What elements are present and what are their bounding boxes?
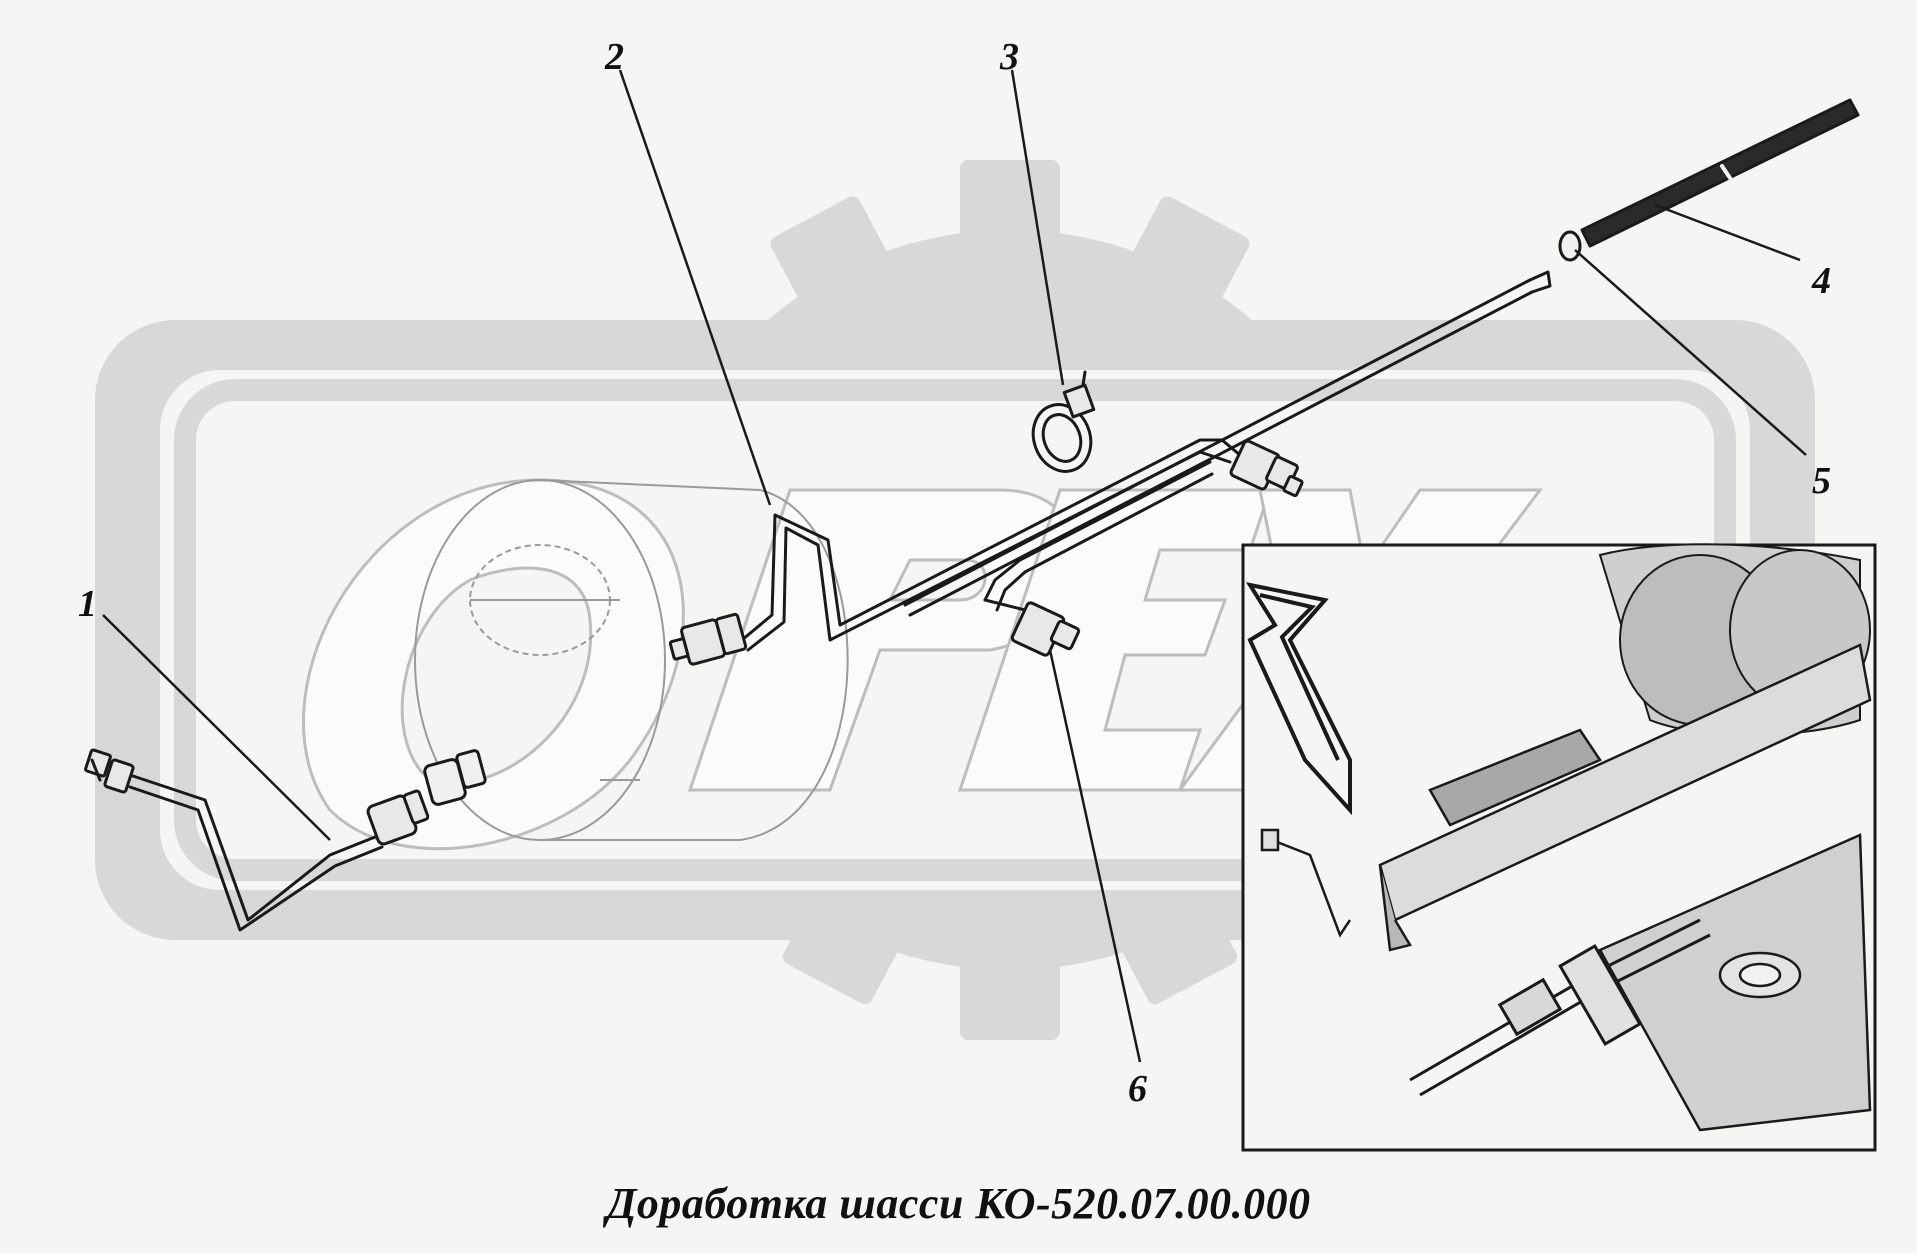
clip-5 bbox=[1558, 230, 1582, 262]
fuel-tank bbox=[414, 479, 849, 841]
hose-4 bbox=[1580, 98, 1860, 248]
inset-tank bbox=[1598, 833, 1872, 1132]
callout-1: 1 bbox=[78, 583, 97, 625]
pipe-assembly bbox=[84, 98, 1860, 932]
pipe-1-left-fitting bbox=[84, 748, 135, 794]
pipe-6-fitting bbox=[1010, 601, 1081, 657]
callout-4: 4 bbox=[1812, 260, 1831, 302]
leader-lines bbox=[102, 69, 1807, 1063]
callout-6: 6 bbox=[1128, 1068, 1147, 1110]
pipe-2-right-fitting bbox=[1229, 439, 1304, 498]
pipe-1 bbox=[128, 773, 384, 932]
pipe-2-left-fitting bbox=[668, 612, 748, 666]
callout-2: 2 bbox=[605, 36, 624, 78]
inset-small-pipe bbox=[1260, 828, 1352, 938]
clamp-3 bbox=[1031, 370, 1096, 473]
inset-frame-rail bbox=[1378, 643, 1872, 952]
inset-pipe bbox=[1409, 918, 1711, 1097]
pipe-1-right-nut bbox=[366, 789, 430, 846]
figure-caption: Доработка шасси КО-520.07.00.000 bbox=[606, 1179, 1311, 1228]
tank-outlet-fitting bbox=[423, 749, 487, 806]
callout-5: 5 bbox=[1812, 460, 1831, 502]
callout-3: 3 bbox=[1000, 36, 1019, 78]
inset-drawing bbox=[1241, 543, 1877, 1152]
pipe-6 bbox=[983, 460, 1214, 612]
long-pipe bbox=[903, 270, 1552, 617]
inset-arrow bbox=[1245, 582, 1352, 816]
